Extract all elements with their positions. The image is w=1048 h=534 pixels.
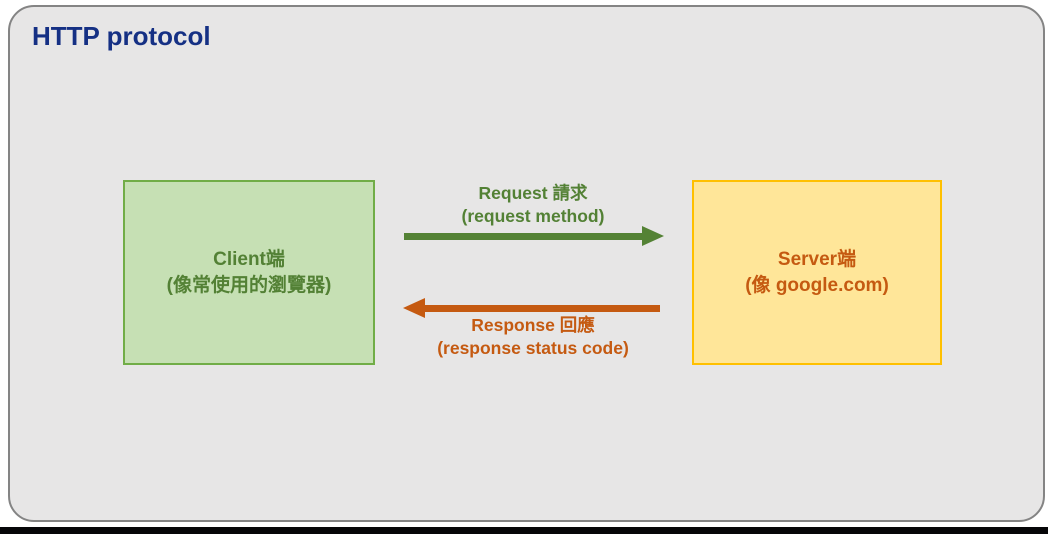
server-box-label-line1: Server端 <box>777 248 857 270</box>
request-label: Request 請求 (request method) <box>403 182 663 228</box>
client-box: Client端 (像常使用的瀏覽器) <box>123 180 375 365</box>
slide-background: HTTP protocol Client端 (像常使用的瀏覽器) Server端… <box>8 5 1045 522</box>
client-box-label-line1: Client端 <box>213 248 285 270</box>
response-label-line2: (response status code) <box>437 338 629 358</box>
request-label-line2: (request method) <box>461 206 605 226</box>
server-box: Server端 (像 google.com) <box>692 180 942 365</box>
request-label-line1: Request 請求 <box>478 183 588 203</box>
request-arrow-shaft <box>404 233 643 240</box>
request-arrow-right-icon <box>642 226 664 246</box>
bottom-divider-bar <box>0 527 1048 534</box>
response-label: Response 回應 (response status code) <box>403 314 663 360</box>
response-label-line1: Response 回應 <box>471 315 595 335</box>
response-arrow-shaft <box>425 305 660 312</box>
page-title: HTTP protocol <box>32 21 211 51</box>
server-box-label-line2: (像 google.com) <box>745 274 889 296</box>
response-arrow-left-icon <box>403 298 425 318</box>
client-box-label-line2: (像常使用的瀏覽器) <box>166 274 332 296</box>
